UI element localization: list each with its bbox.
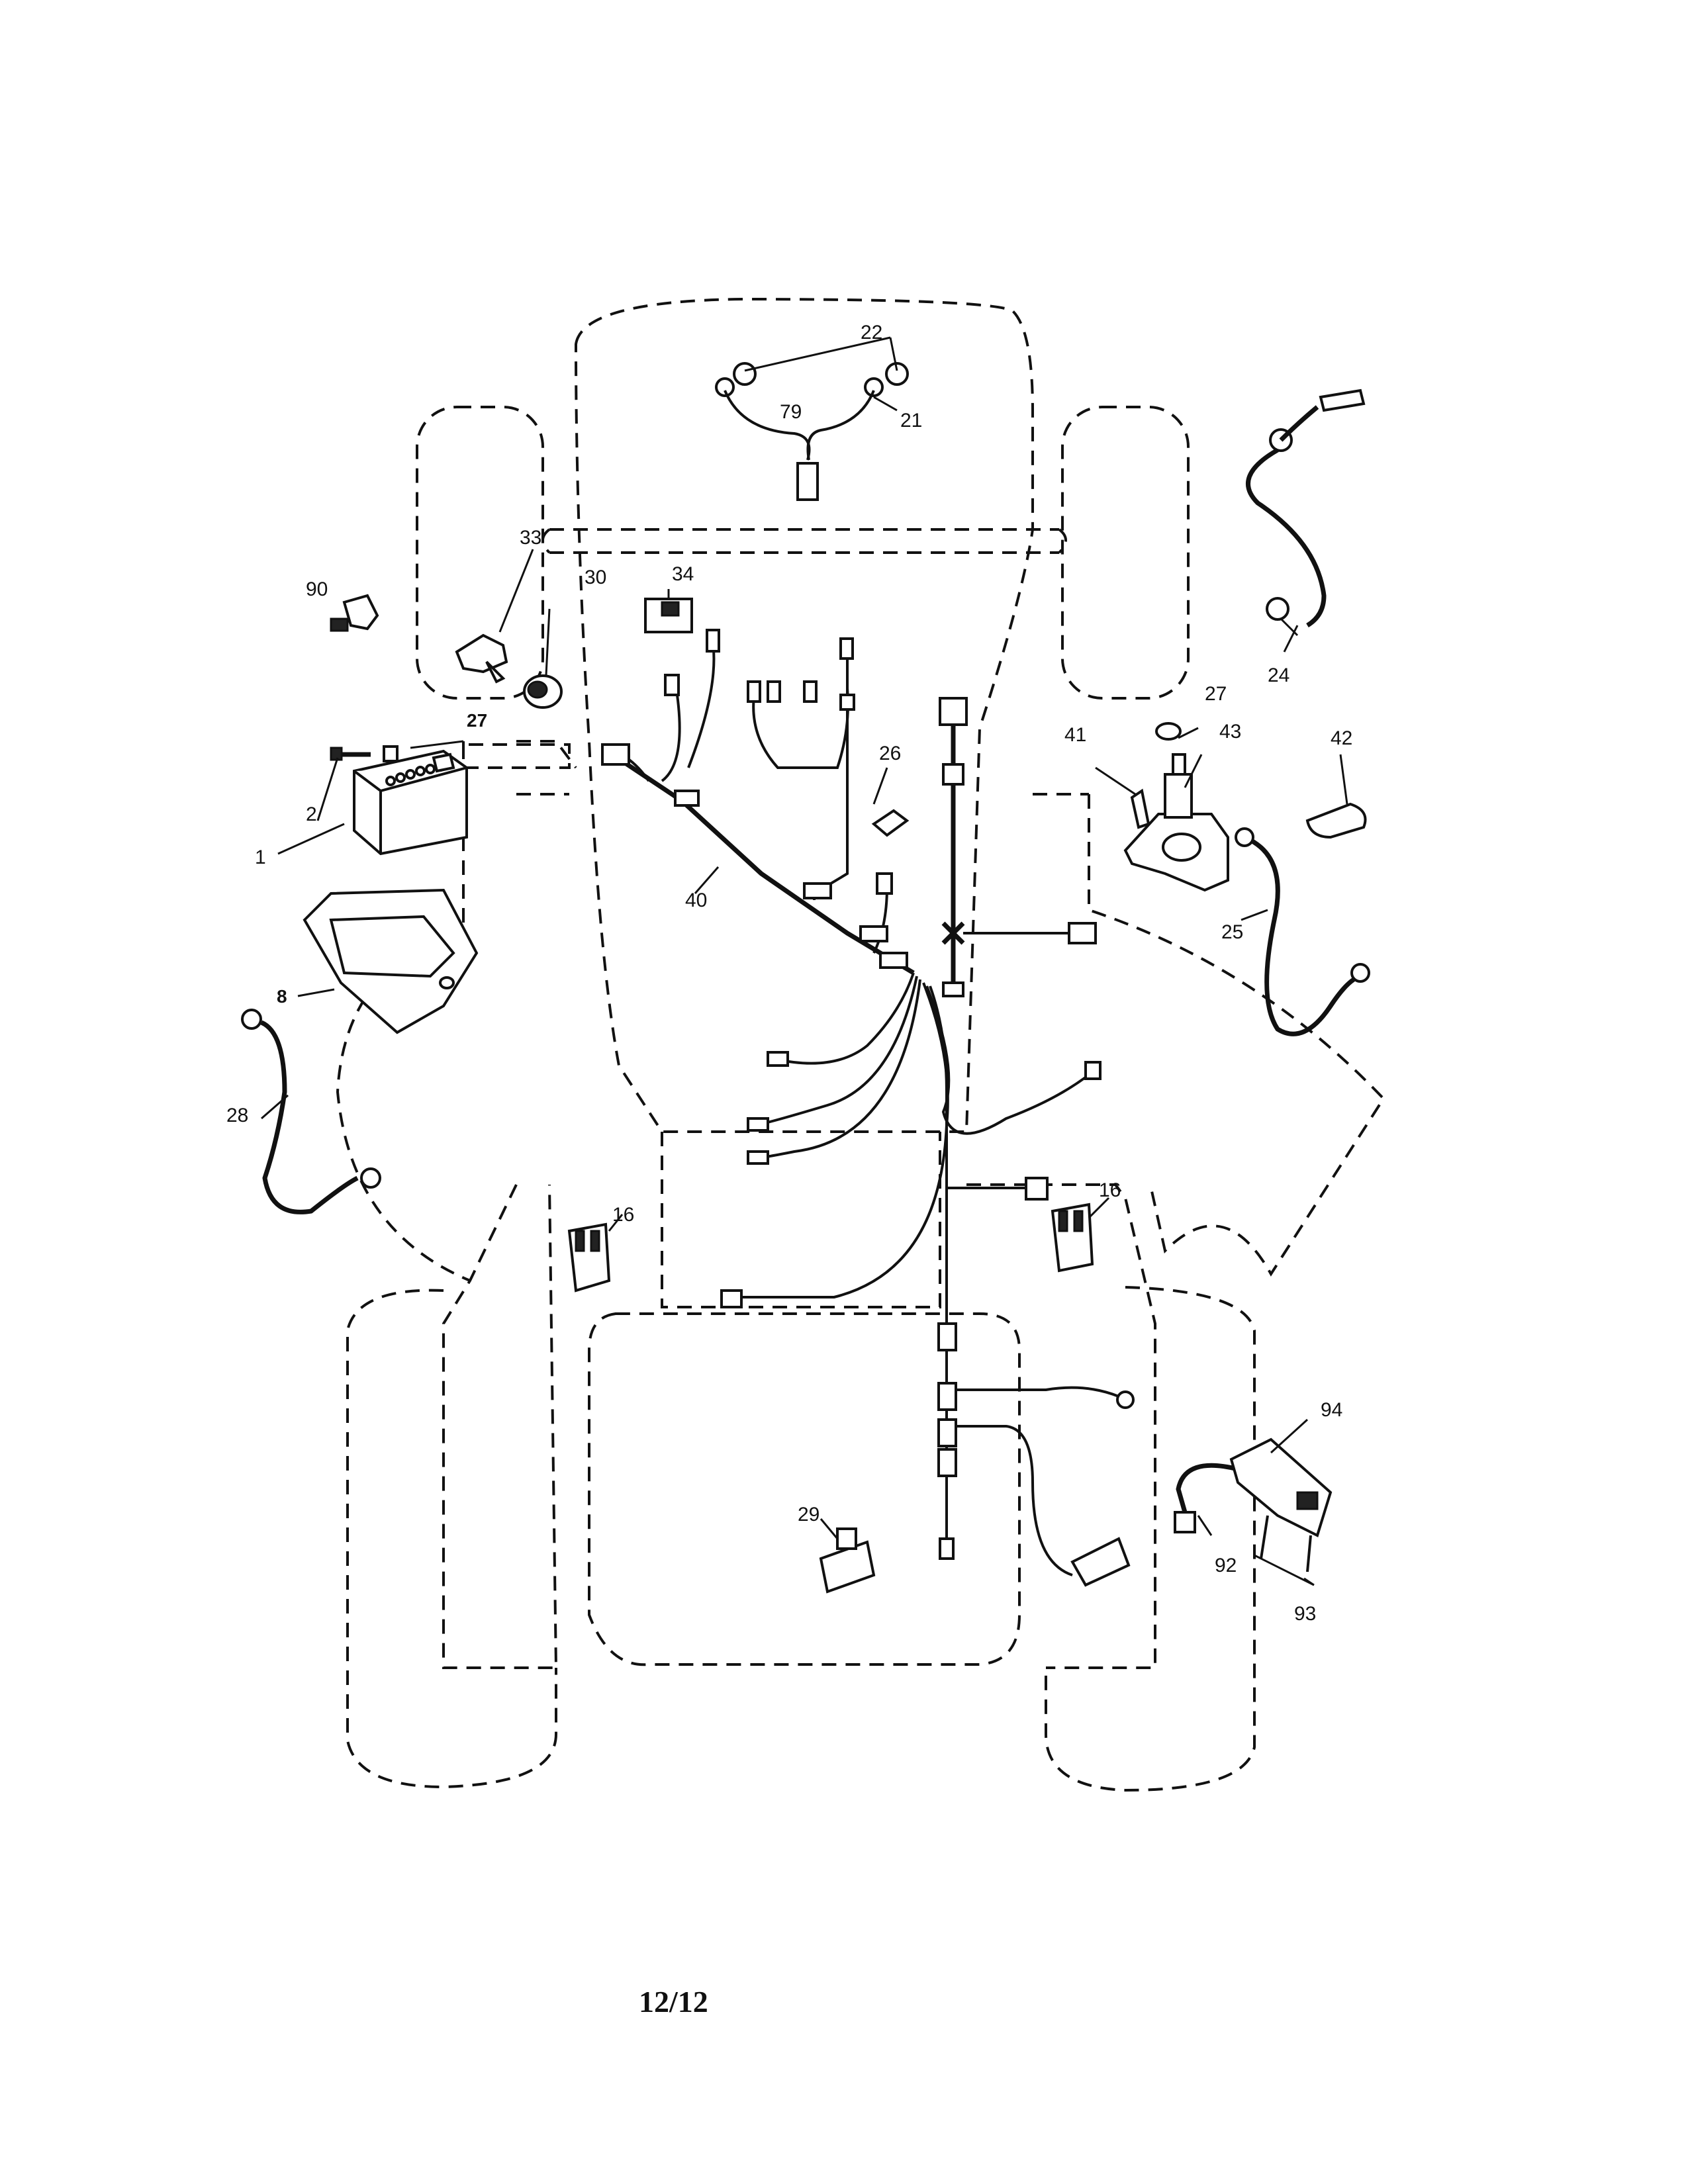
seat-switch-left [567, 1214, 624, 1293]
ground-cable-24 [1245, 388, 1366, 653]
callout-21: 21 [900, 410, 922, 432]
tractor-outline [336, 297, 1385, 1792]
callout-16-left: 16 [612, 1204, 634, 1226]
callout-41: 41 [1064, 724, 1086, 746]
callout-42: 42 [1331, 727, 1352, 749]
seat-switch-right [1051, 1197, 1110, 1273]
callout-labels: 1 2 8 16 16 21 22 24 25 26 27 27 28 29 3… [226, 322, 1352, 1625]
callout-28: 28 [226, 1105, 248, 1126]
battery-assembly [277, 740, 468, 856]
callout-26: 26 [879, 743, 901, 764]
ground-cable-28 [241, 1009, 381, 1214]
callout-27-left: 27 [467, 710, 487, 731]
callout-94: 94 [1321, 1399, 1342, 1421]
callout-29: 29 [798, 1504, 820, 1525]
callout-30: 30 [585, 567, 606, 588]
callout-22: 22 [861, 322, 882, 343]
pto-switch [819, 1518, 876, 1594]
solenoid-assembly [1095, 722, 1367, 892]
callout-93: 93 [1294, 1603, 1316, 1625]
callout-24: 24 [1268, 664, 1289, 686]
callout-25: 25 [1221, 921, 1243, 943]
main-harness [601, 629, 1135, 1576]
callout-90: 90 [306, 578, 328, 600]
harness-plug [1070, 1537, 1131, 1587]
callout-27-right: 27 [1205, 683, 1227, 705]
module-assembly [1174, 1418, 1333, 1586]
callout-2: 2 [306, 803, 317, 825]
callout-40: 40 [685, 889, 707, 911]
callout-16-right: 16 [1099, 1179, 1121, 1201]
ignition-parts [330, 549, 563, 709]
callout-8: 8 [277, 986, 287, 1007]
callout-33: 33 [520, 527, 541, 549]
headlight-harness [715, 336, 909, 501]
callout-92: 92 [1215, 1555, 1237, 1576]
fuse [871, 767, 910, 837]
callout-79: 79 [780, 401, 802, 423]
page-number: 12/12 [639, 1985, 708, 2019]
rocker-switch [644, 589, 693, 633]
cable-25 [1235, 827, 1370, 1036]
callout-43: 43 [1219, 721, 1241, 743]
battery-tray [297, 888, 479, 1034]
callout-34: 34 [672, 563, 694, 585]
callout-1: 1 [255, 846, 266, 868]
